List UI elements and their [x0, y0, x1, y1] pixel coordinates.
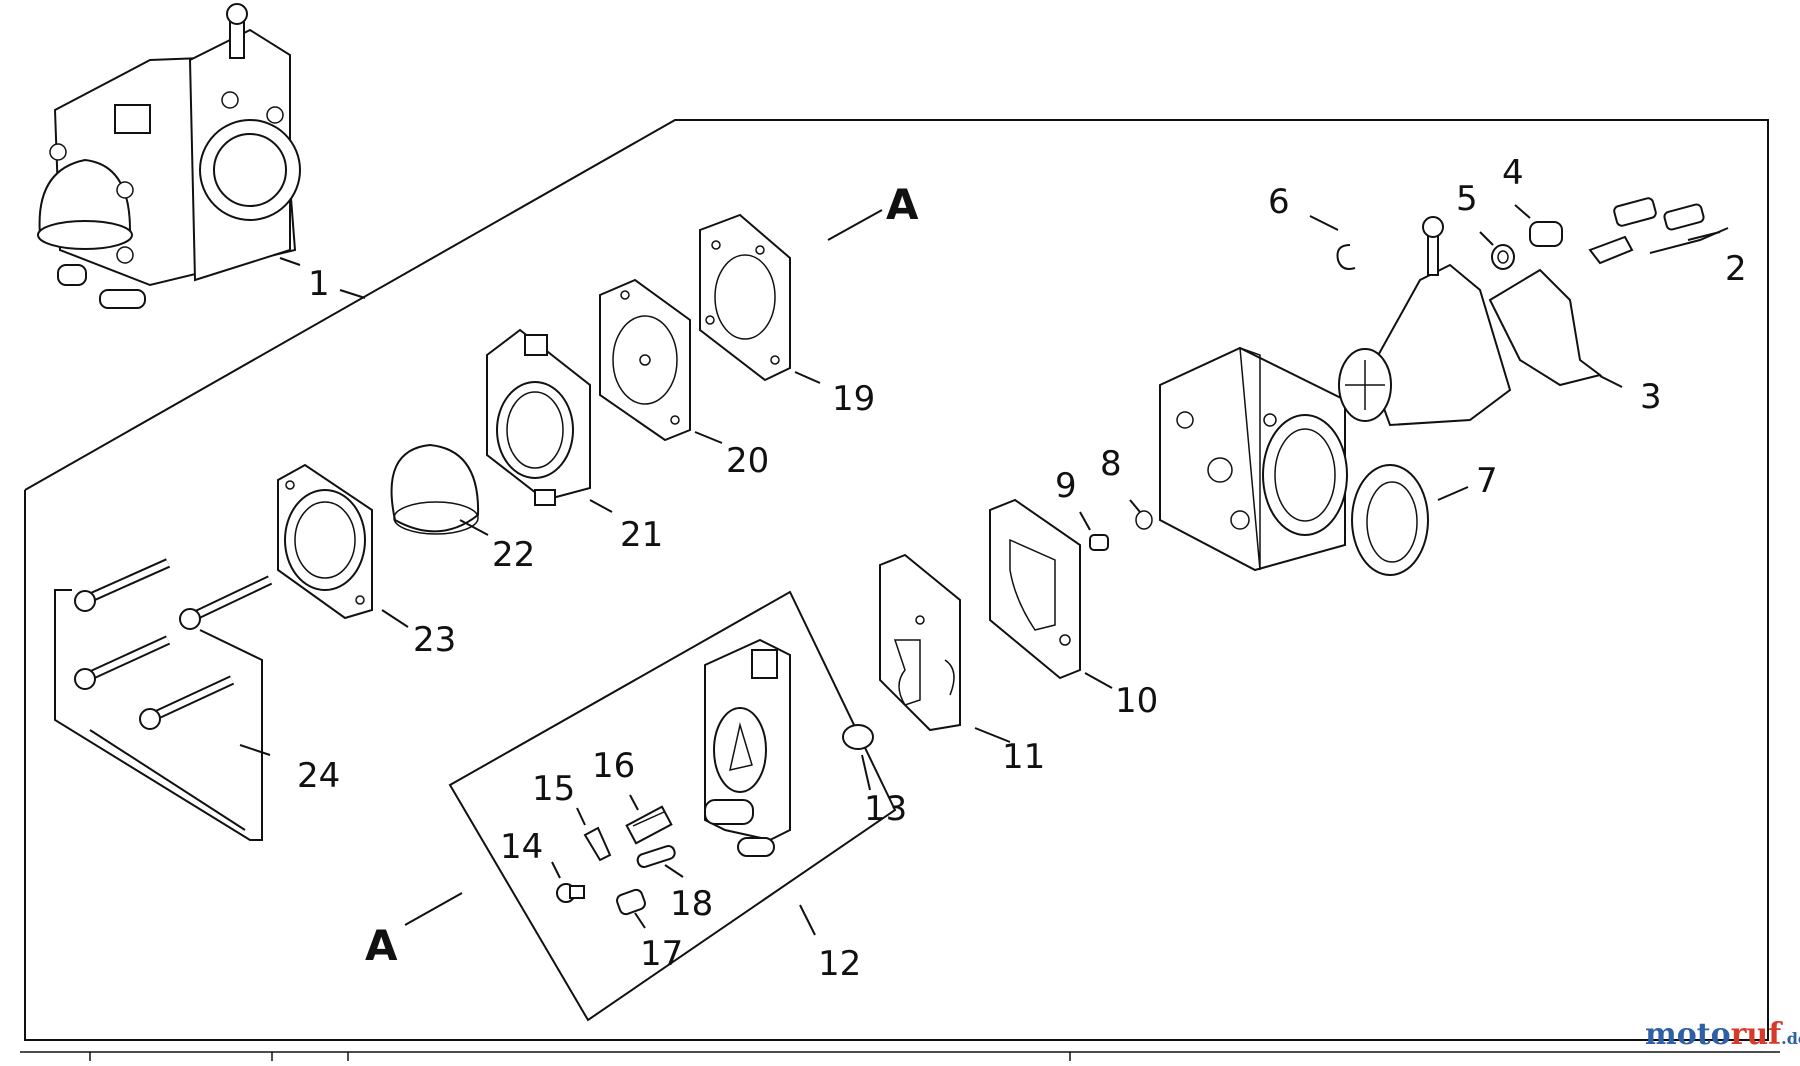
throttle-valve-assembly	[1338, 216, 1512, 427]
callout-11: 11	[1002, 737, 1045, 777]
callout-3: 3	[1640, 377, 1662, 417]
part-12-kit-box	[448, 590, 897, 1022]
part-20-diaphragm	[599, 278, 691, 442]
leader-lines	[239, 204, 1721, 936]
callout-17: 17	[640, 934, 683, 974]
callout-7: 7	[1476, 461, 1498, 501]
callout-22: 22	[492, 535, 535, 575]
callout-19: 19	[832, 379, 875, 419]
callout-8: 8	[1100, 444, 1122, 484]
part-24-screws	[54, 558, 273, 841]
callout-14: 14	[500, 827, 543, 867]
part-23-cover-plate	[277, 463, 373, 620]
svg-text:motoruf.de: motoruf.de	[1645, 1017, 1800, 1052]
carburetor-assembly	[37, 3, 301, 309]
watermark-part2: ruf	[1731, 1017, 1784, 1052]
callout-9: 9	[1055, 466, 1077, 506]
callout-4: 4	[1502, 153, 1524, 193]
watermark-logo: motoruf.de	[1645, 1017, 1800, 1052]
parts-8-9-hardware	[1089, 510, 1153, 551]
section-mark-upper: A	[886, 180, 919, 229]
group-frame	[24, 119, 1769, 1041]
callout-13: 13	[864, 789, 907, 829]
callout-5: 5	[1456, 179, 1478, 219]
callout-12: 12	[818, 944, 861, 984]
part-19-gasket	[699, 213, 791, 382]
small-hardware	[556, 805, 676, 916]
callout-16: 16	[592, 746, 635, 786]
callout-15: 15	[532, 769, 575, 809]
section-mark-lower: A	[365, 921, 398, 970]
callout-20: 20	[726, 441, 769, 481]
callout-10: 10	[1115, 681, 1158, 721]
part-22-primer-bulb	[390, 443, 480, 535]
watermark-part1: moto	[1645, 1017, 1731, 1052]
callouts: 1 2 3 4 5 6 7 8 9 10 11 12 13 14 15 16 1…	[297, 153, 1747, 984]
carburetor-body	[1159, 346, 1348, 572]
parts-2-6-hardware	[1336, 197, 1729, 387]
callout-1: 1	[308, 264, 330, 304]
callout-2: 2	[1725, 249, 1747, 289]
callout-21: 21	[620, 515, 663, 555]
part-7-gasket	[1351, 464, 1429, 576]
watermark-suffix: .de	[1781, 1029, 1800, 1048]
part-21-cover	[486, 328, 591, 506]
callout-18: 18	[670, 884, 713, 924]
part-11-gasket	[879, 553, 961, 732]
title-block	[20, 1051, 1780, 1061]
callout-23: 23	[413, 620, 456, 660]
callout-6: 6	[1268, 182, 1290, 222]
part-10-gasket	[989, 498, 1081, 680]
callout-24: 24	[297, 756, 340, 796]
